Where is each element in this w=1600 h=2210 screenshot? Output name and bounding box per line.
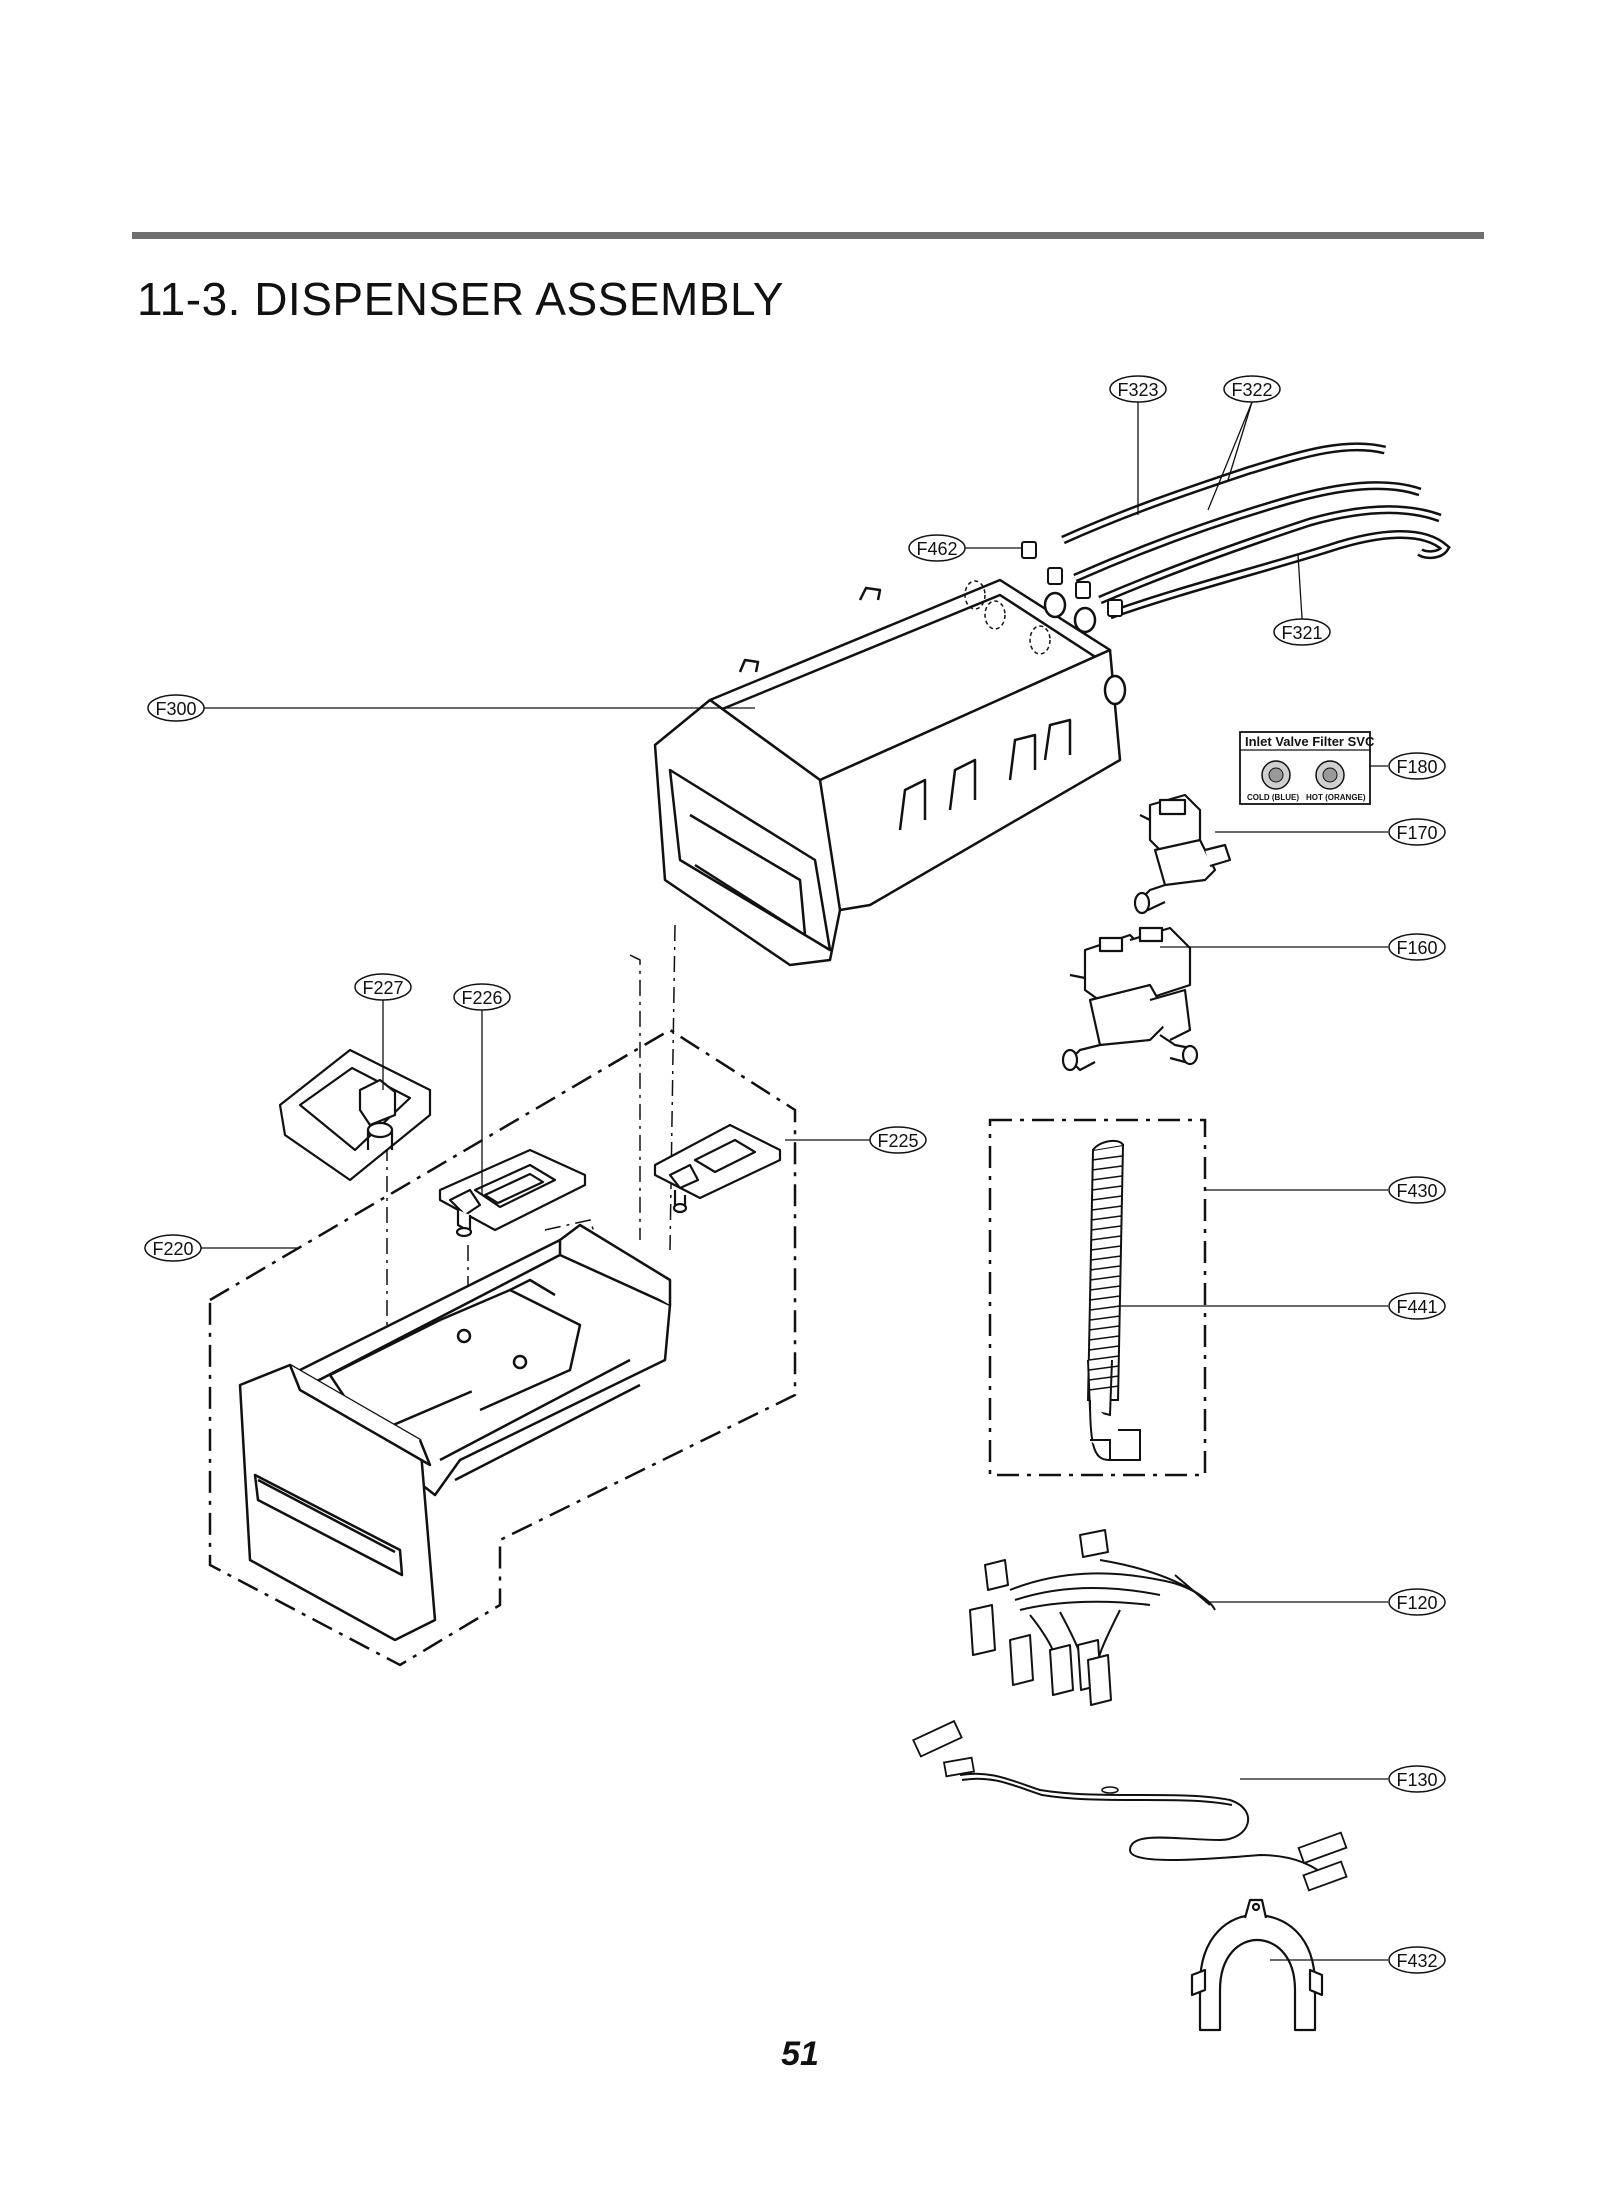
callout-f227: F227 [354,973,412,1001]
svg-text:F160: F160 [1396,938,1437,958]
callout-f170: F170 [1388,818,1446,846]
hose-ribs [1088,1155,1123,1391]
hose-f321 [1108,530,1451,620]
svg-text:F170: F170 [1396,823,1437,843]
svg-text:F430: F430 [1396,1181,1437,1201]
part-f432-clamp [1190,1898,1324,2032]
callout-f225: F225 [869,1126,927,1154]
callout-f323: F323 [1109,375,1167,403]
svg-text:F300: F300 [155,699,196,719]
hose-clamps [1021,541,1123,617]
single-inlet-valve [1133,793,1232,915]
inlet-valve-filter-box: Inlet Valve Filter SVC COLD (BLUE) HOT (… [1239,731,1375,805]
callout-f300: F300 [147,694,205,722]
svg-text:F322: F322 [1231,380,1272,400]
svg-text:F120: F120 [1396,1593,1437,1613]
part-f226-insert [438,1148,587,1238]
dispenser-drawer [238,1223,672,1642]
hose-f323 [1061,442,1387,545]
svg-text:F462: F462 [916,539,957,559]
filter-cold-label: COLD (BLUE) [1247,793,1299,802]
callout-f430: F430 [1388,1176,1446,1204]
double-inlet-valve [1061,926,1199,1072]
hoses-group [1021,442,1451,620]
svg-text:F323: F323 [1117,380,1158,400]
leader-lines [200,401,1388,1961]
filter-hot-label: HOT (ORANGE) [1306,793,1366,802]
corrugated-hose [1086,1139,1141,1461]
callout-f226: F226 [453,983,511,1011]
svg-text:F220: F220 [152,1239,193,1259]
callout-f322: F322 [1223,375,1281,403]
callout-f462: F462 [908,534,966,562]
hose-f322-lower [1098,505,1442,605]
callout-f180: F180 [1388,752,1446,780]
wire-harness-f120 [969,1529,1216,1706]
callout-f321: F321 [1273,618,1331,646]
svg-text:F432: F432 [1396,1951,1437,1971]
callout-f120: F120 [1388,1588,1446,1616]
filter-box-title: Inlet Valve Filter SVC [1245,734,1375,749]
drain-hose-box [988,1118,1207,1477]
part-f225-insert [653,1123,782,1214]
callout-f160: F160 [1388,933,1446,961]
callout-f441: F441 [1388,1292,1446,1320]
svg-text:F321: F321 [1281,623,1322,643]
callout-f432: F432 [1388,1946,1446,1974]
header-rule [132,232,1484,239]
dispenser-housing [653,578,1127,967]
part-f227-cap [278,1048,432,1182]
svg-text:F225: F225 [877,1131,918,1151]
page-title: 11-3. DISPENSER ASSEMBLY [137,273,784,325]
hose-f322-upper [1073,481,1422,583]
svg-text:F180: F180 [1396,757,1437,777]
svg-text:F226: F226 [461,988,502,1008]
callout-f130: F130 [1388,1765,1446,1793]
page-number: 51 [781,2035,819,2073]
svg-text:F130: F130 [1396,1770,1437,1790]
callout-f220: F220 [144,1234,202,1262]
svg-text:F227: F227 [362,978,403,998]
wire-harness-f130 [912,1719,1348,1892]
svg-text:F441: F441 [1396,1297,1437,1317]
